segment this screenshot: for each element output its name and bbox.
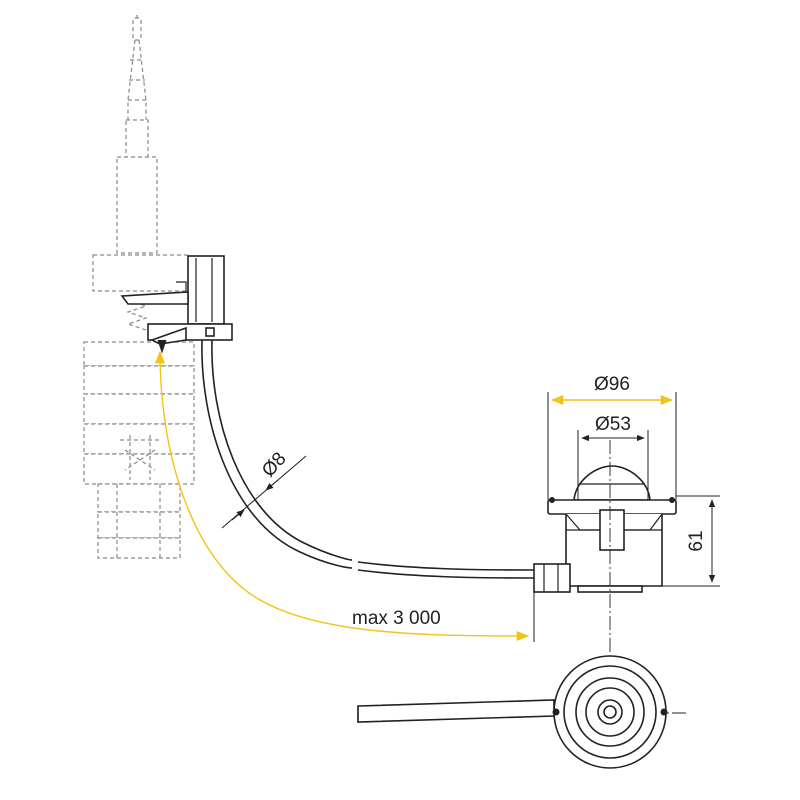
outer-diameter-label: Ø96: [594, 374, 630, 395]
air-hose: [201, 339, 535, 579]
hose-diameter-label: Ø8: [258, 448, 291, 481]
height-label: 61: [686, 530, 707, 551]
max-length-label: max 3 000: [352, 608, 441, 629]
dimension-max-length: max 3 000: [154, 350, 535, 642]
push-button-side-view: [533, 465, 677, 593]
inner-diameter-label: Ø53: [595, 414, 631, 435]
dimension-height: 61: [662, 495, 720, 587]
pneumatic-actuator: [120, 255, 233, 354]
dimension-outer-diameter: Ø96: [547, 374, 677, 500]
push-button-top-view: [357, 655, 686, 769]
dimension-inner-diameter: Ø53: [577, 414, 649, 500]
